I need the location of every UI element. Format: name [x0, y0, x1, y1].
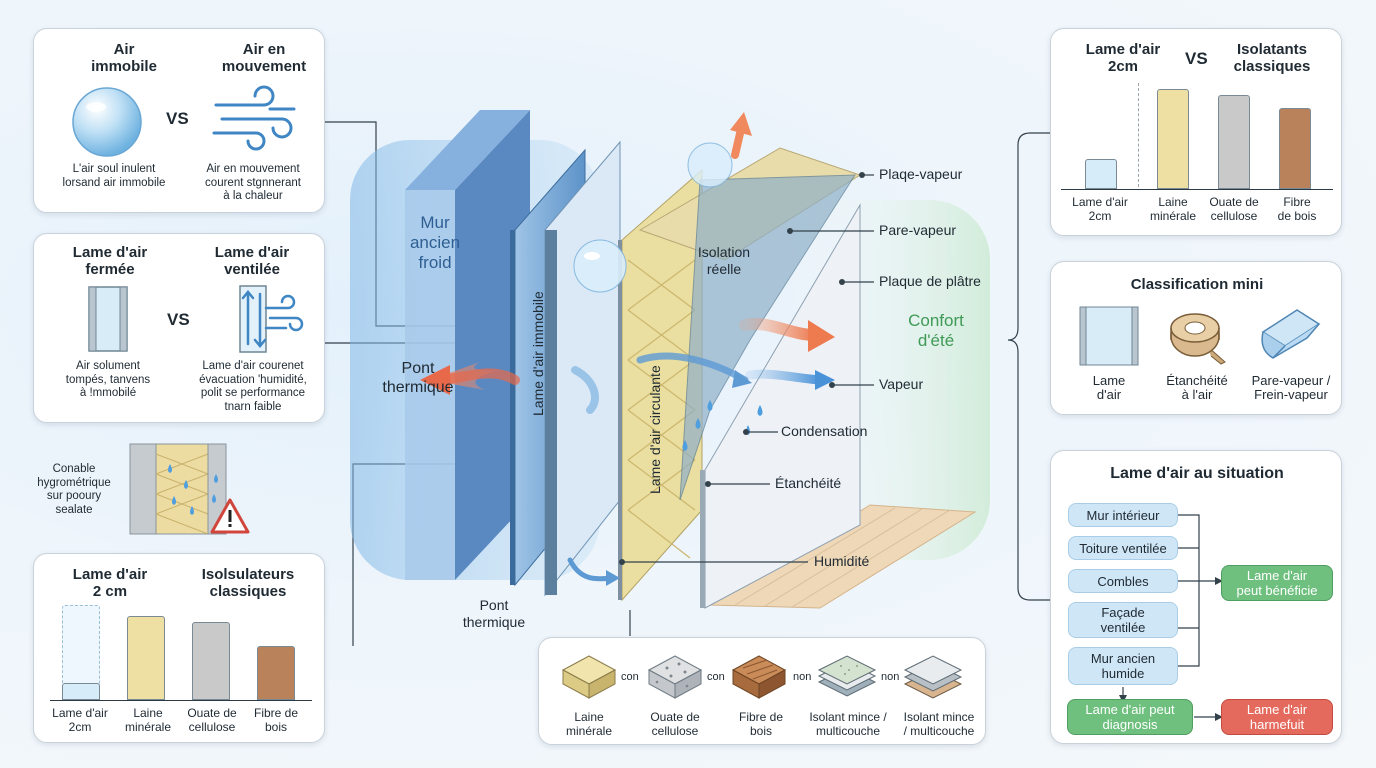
right-chart-title-left: Lame d'air 2cm [1085, 41, 1161, 75]
lame-comparison-card: Lame d'air fermée Lame d'air ventilée VS… [33, 233, 325, 423]
left-chart-label-1: Laine minérale [124, 706, 172, 734]
left-chart-plot [50, 604, 312, 701]
humidite-label: Humidité [814, 553, 870, 569]
bar-ouate-cellulose [1218, 95, 1250, 189]
situation-card: Lame d'air au situation Mur intérieur To… [1050, 450, 1342, 744]
vs-label: VS [1185, 49, 1208, 68]
wind-icon [212, 85, 296, 151]
left-chart-label-0: Lame d'air 2cm [52, 706, 108, 734]
classification-card: Classification mini Lame d'air Étanchéit… [1050, 261, 1342, 415]
air-bubble-icon [72, 87, 142, 157]
isolant-mince-icon-1 [817, 655, 877, 697]
etancheite-label: Étanchéité [775, 475, 842, 491]
isolation-reelle-label: Isolation réelle [697, 244, 751, 277]
ouate-cellulose-icon [647, 655, 703, 699]
air-mouvement-title: Air en mouvement [221, 41, 307, 75]
plaque-vapeur-label: Plaqe-vapeur [879, 166, 963, 182]
tape-roll-icon [1170, 313, 1226, 365]
classification-label-2: Pare-vapeur / Frein-vapeur [1251, 373, 1331, 402]
air-immobile-caption: L'air soul inulent lorsand air immobile [62, 163, 166, 189]
materials-card: con con non non Laine minérale Ouate de … [538, 637, 986, 745]
vs-label: VS [166, 109, 189, 128]
connector-0: con [621, 671, 639, 683]
material-label-4: Isolant mince / multicouche [903, 710, 975, 738]
lame-ventilee-title: Lame d'air ventilée [214, 244, 290, 278]
left-chart-card: Lame d'air 2 cm Isolsulateurs classiques… [33, 553, 325, 743]
bar-fibre-bois [257, 646, 295, 700]
lame-fermee-title: Lame d'air fermée [72, 244, 148, 278]
right-chart-label-2: Ouate de cellulose [1209, 195, 1259, 223]
situation-benefit[interactable]: Lame d'air peut bénéficie [1221, 565, 1333, 601]
mur-ancien-label: Mur ancien froid [409, 213, 461, 272]
air-mouvement-caption: Air en mouvement courent stgnnerant à la… [205, 163, 301, 202]
vapeur-label: Vapeur [879, 376, 924, 392]
plaque-platre-label: Plaque de plâtre [879, 273, 981, 289]
bar-ouate-cellulose [192, 622, 230, 700]
situation-mur-ancien-humide[interactable]: Mur ancien humide [1068, 647, 1178, 685]
divider-dashed [1138, 83, 1139, 187]
hygro-caption: Conable hygrométrique sur pooury sealate [37, 463, 111, 516]
material-label-3: Isolant mince / multicouche [809, 710, 887, 738]
lame-ventilee-caption: Lame d'air courenet évacuation 'humidité… [199, 360, 307, 413]
pont-thermique-label-2: Pont thermique [462, 597, 526, 630]
situation-flow-lines [1119, 514, 1223, 721]
right-chart-plot [1061, 83, 1333, 190]
classification-label-1: Étanchéité à l'air [1166, 373, 1228, 402]
right-chart-card: Lame d'air 2cm VS Isolatants classiques … [1050, 28, 1342, 236]
x-axis [50, 699, 312, 701]
hygro-wall-section-icon [129, 443, 250, 535]
pont-thermique-label-1: Pont thermique [382, 360, 454, 396]
laine-minerale-icon [561, 655, 617, 699]
situation-mur-interieur[interactable]: Mur intérieur [1068, 503, 1178, 527]
right-chart-title-right: Isolatants classiques [1233, 41, 1311, 75]
wall-section-diagram [350, 110, 990, 609]
vs-label: VS [167, 310, 190, 329]
left-chart-label-2: Ouate de cellulose [187, 706, 237, 734]
situation-toiture-ventilee[interactable]: Toiture ventilée [1068, 536, 1178, 560]
air-gap-icon [1079, 306, 1139, 366]
situation-harmful[interactable]: Lame d'air harmefuit [1221, 699, 1333, 735]
x-axis [1061, 188, 1333, 190]
condensation-label: Condensation [781, 423, 868, 439]
left-chart-label-3: Fibre de bois [253, 706, 299, 734]
left-chart-title-left: Lame d'air 2 cm [72, 566, 148, 600]
situation-title: Lame d'air au situation [1110, 465, 1284, 482]
situation-facade-ventilee[interactable]: Façade ventilée [1068, 602, 1178, 638]
ventilated-air-gap-icon [239, 285, 304, 353]
pare-vapeur-label: Pare-vapeur [879, 222, 957, 238]
material-label-0: Laine minérale [565, 710, 613, 738]
material-label-1: Ouate de cellulose [650, 710, 700, 738]
classification-title: Classification mini [1130, 276, 1264, 293]
vapour-membrane-icon [1261, 309, 1321, 359]
bar-fibre-bois [1279, 108, 1311, 189]
left-chart-title-right: Isolsulateurs classiques [201, 566, 295, 600]
confort-ete-label: Confort d'été [908, 311, 964, 350]
fibre-bois-icon [731, 655, 787, 699]
closed-air-gap-icon [88, 286, 128, 352]
connector-2: non [793, 671, 812, 683]
classification-label-0: Lame d'air [1092, 373, 1126, 402]
isolant-mince-icon-2 [903, 655, 963, 699]
lame-fermee-caption: Air solument tompés, tanvens à !mmobilé [65, 360, 151, 399]
situation-diagnosis[interactable]: Lame d'air peut diagnosis [1067, 699, 1193, 735]
situation-combles[interactable]: Combles [1068, 569, 1178, 593]
air-immobile-title: Air immobile [91, 41, 157, 75]
connector-1: con [707, 671, 725, 683]
right-chart-label-1: Laine minérale [1149, 195, 1197, 223]
right-chart-label-3: Fibre de bois [1277, 195, 1317, 223]
bar-laine-minerale [1157, 89, 1189, 189]
right-chart-label-0: Lame d'air 2cm [1072, 195, 1128, 223]
connector-3: non [881, 671, 900, 683]
air-comparison-card: Air immobile Air en mouvement VS L'air s… [33, 28, 325, 213]
material-label-2: Fibre de bois [738, 710, 784, 738]
bar-lame-air [1085, 159, 1117, 189]
